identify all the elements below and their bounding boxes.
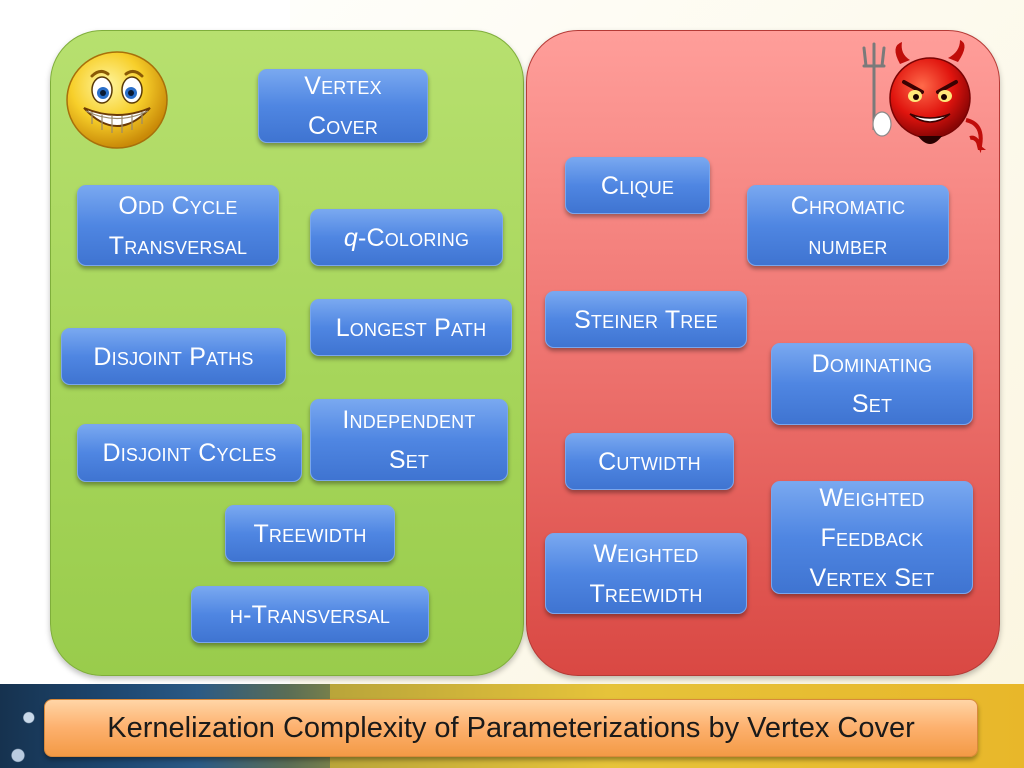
slide-title: Kernelization Complexity of Parameteriza… [44,699,978,757]
problem-box-cutwidth: Cutwidth [565,433,734,490]
problem-box-weighted-feedback-vertex-set: Weighted Feedback Vertex Set [771,481,973,594]
problem-box-q-coloring: q-Coloring [310,209,503,266]
problem-box-vertex-cover: Vertex Cover [258,69,428,143]
problem-box-chromatic-number: Chromatic number [747,185,949,266]
problem-box-longest-path: Longest Path [310,299,512,356]
problem-box-clique: Clique [565,157,710,214]
problem-box-dominating-set: Dominating Set [771,343,973,425]
problem-box-treewidth: Treewidth [225,505,395,562]
devil-face-icon [862,40,986,154]
problem-box-steiner-tree: Steiner Tree [545,291,747,348]
problem-box-disjoint-cycles: Disjoint Cycles [77,424,302,482]
problem-box-odd-cycle-transversal: Odd Cycle Transversal [77,185,279,266]
problem-box-weighted-treewidth: Weighted Treewidth [545,533,747,614]
problem-box-disjoint-paths: Disjoint Paths [61,328,286,385]
problem-box-eta-transversal: η-Transversal [191,586,429,643]
problem-box-independent-set: Independent Set [310,399,508,481]
smiley-face-icon [66,51,168,149]
